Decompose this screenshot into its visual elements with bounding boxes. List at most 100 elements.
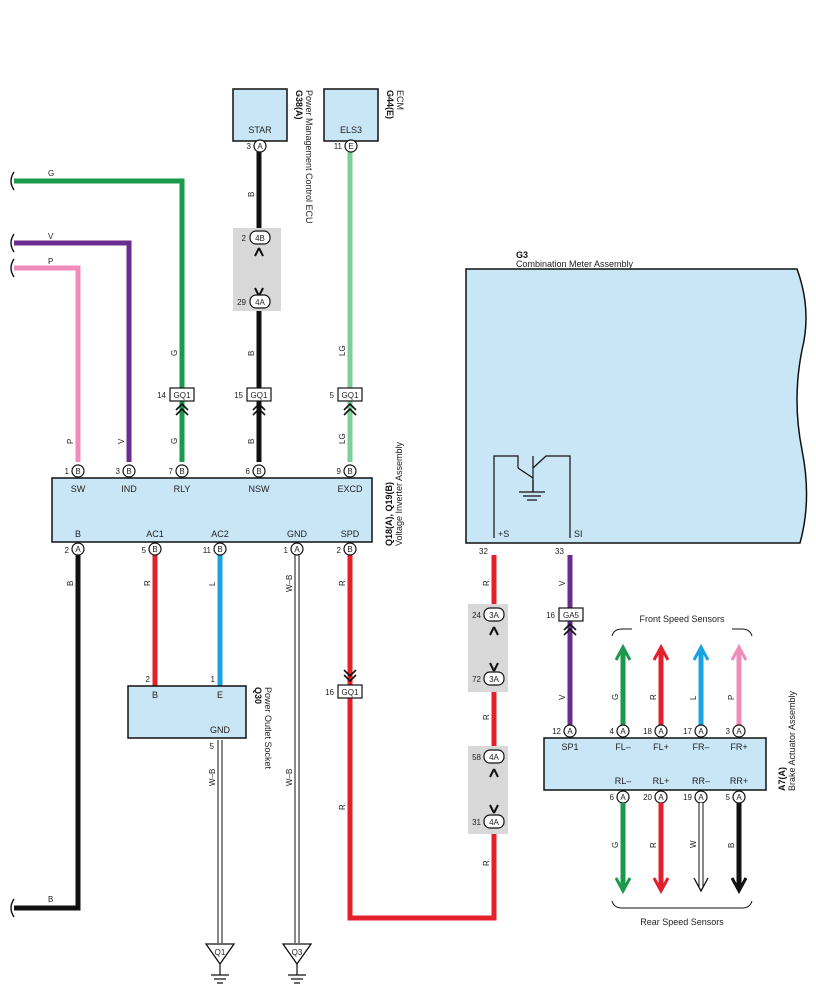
svg-text:B: B xyxy=(347,467,352,476)
wire-label-g-fl: G xyxy=(611,694,620,700)
star-terminal-label: STAR xyxy=(248,125,272,135)
wire-label-p-top: P xyxy=(48,257,53,266)
wire-label-wb-1: W–B xyxy=(285,575,294,592)
svg-text:11: 11 xyxy=(203,546,212,555)
wire-label-r-6: R xyxy=(482,860,491,866)
svg-text:B: B xyxy=(217,545,222,554)
svg-text:4A: 4A xyxy=(489,753,499,762)
svg-text:2: 2 xyxy=(65,546,70,555)
connector-gq1-5: 5 GQ1 xyxy=(330,387,363,416)
svg-text:4A: 4A xyxy=(489,818,499,827)
els3-pin-conn: E xyxy=(348,142,353,151)
svg-text:EXCD: EXCD xyxy=(337,484,363,494)
wire-label-l-1: L xyxy=(208,581,217,586)
wire-label-r-fl: R xyxy=(649,694,658,700)
svg-text:A: A xyxy=(567,727,573,736)
wire-b-battery xyxy=(14,554,81,911)
svg-text:1: 1 xyxy=(284,546,289,555)
junction-3a-arrows xyxy=(489,626,499,672)
svg-text:Voltage Inverter Assembly: Voltage Inverter Assembly xyxy=(394,441,404,546)
svg-text:3: 3 xyxy=(726,727,731,736)
wire-label-wb-2: W–B xyxy=(285,769,294,786)
inverter-pin-spd: SPD 2 B xyxy=(337,529,360,556)
wire-label-p-fr: P xyxy=(727,695,736,700)
wire-label-w-rr: W xyxy=(689,840,698,848)
svg-text:Q30: Q30 xyxy=(253,687,263,704)
ecm-label: G44(E) ECM xyxy=(385,90,405,119)
brake-pin-fl-minus: 4 A FL– xyxy=(610,724,631,752)
svg-text:A: A xyxy=(75,545,81,554)
svg-text:29: 29 xyxy=(237,298,246,307)
fr-minus-arrow xyxy=(692,643,710,661)
star-pin-number: 3 xyxy=(247,142,252,151)
svg-text:B: B xyxy=(256,467,261,476)
connector-gq1-15: 15 GQ1 xyxy=(234,387,272,416)
svg-text:17: 17 xyxy=(683,727,692,736)
combination-meter-name: Combination Meter Assembly xyxy=(516,259,634,269)
svg-text:A: A xyxy=(620,793,626,802)
svg-text:Power Management Control ECU: Power Management Control ECU xyxy=(304,90,314,224)
wire-g-top xyxy=(14,178,185,462)
wire-label-lg-1: LG xyxy=(338,345,347,356)
star-pin-conn: A xyxy=(257,142,263,151)
brake-pin-fl-plus: 18 A FL+ xyxy=(643,724,669,752)
svg-text:3: 3 xyxy=(116,467,121,476)
connector-gq1-14: 14 GQ1 xyxy=(157,387,195,416)
voltage-inverter-box xyxy=(51,477,373,543)
svg-text:A: A xyxy=(658,727,664,736)
inverter-pin-nsw: 6 B NSW xyxy=(246,464,271,494)
wire-label-v-top: V xyxy=(48,232,54,241)
svg-text:A: A xyxy=(698,793,704,802)
svg-text:5: 5 xyxy=(330,391,335,400)
rl-plus-arrow xyxy=(652,877,670,895)
svg-text:4: 4 xyxy=(610,727,615,736)
svg-text:72: 72 xyxy=(472,675,481,684)
svg-text:B: B xyxy=(347,545,352,554)
svg-text:A: A xyxy=(294,545,300,554)
wire-label-b-rr: B xyxy=(727,843,736,848)
svg-text:AC1: AC1 xyxy=(146,529,164,539)
svg-text:G38(A): G38(A) xyxy=(294,90,304,120)
svg-text:19: 19 xyxy=(683,793,692,802)
rl-minus-arrow xyxy=(614,877,632,895)
junction-4b: 2 4B xyxy=(242,230,271,245)
wire-label-g-2: G xyxy=(170,438,179,444)
svg-text:14: 14 xyxy=(157,391,166,400)
meter-transistor-symbol xyxy=(493,455,571,538)
wire-label-v-2: V xyxy=(117,438,126,444)
svg-text:B: B xyxy=(75,467,80,476)
svg-text:GND: GND xyxy=(287,529,308,539)
svg-text:GA5: GA5 xyxy=(563,611,580,620)
inverter-pin-gnd: GND 1 A xyxy=(284,529,308,556)
fl-plus-arrow xyxy=(652,643,670,661)
meter-pin-32-number: 32 xyxy=(479,547,488,556)
svg-text:G44(E): G44(E) xyxy=(385,90,395,119)
inverter-pin-b: B 2 A xyxy=(65,529,85,556)
junction-3a-lower: 72 3A xyxy=(472,671,505,686)
ground-q3: Q3 xyxy=(281,943,313,984)
inverter-pin-excd: 9 B EXCD xyxy=(337,464,363,494)
power-mgmt-ecu-label: G38(A) Power Management Control ECU xyxy=(294,90,314,224)
svg-text:58: 58 xyxy=(472,753,481,762)
outlet-pin-e-number: 1 xyxy=(211,675,216,684)
svg-text:4A: 4A xyxy=(255,298,265,307)
svg-text:16: 16 xyxy=(546,611,555,620)
svg-text:Q3: Q3 xyxy=(292,948,303,957)
svg-text:NSW: NSW xyxy=(249,484,271,494)
fl-minus-arrow xyxy=(614,643,632,661)
connector-gq1-16: 16 GQ1 xyxy=(325,669,363,699)
svg-text:A7(A): A7(A) xyxy=(777,767,787,791)
wire-label-v-4: V xyxy=(558,694,567,700)
svg-text:FR–: FR– xyxy=(692,742,709,752)
svg-text:3A: 3A xyxy=(489,675,499,684)
combination-meter-box xyxy=(465,268,808,544)
brake-pin-rl-plus: RL+ 20 A xyxy=(643,776,669,804)
brake-pin-fr-plus: 3 A FR+ xyxy=(726,724,748,752)
front-speed-sensors-label: Front Speed Sensors xyxy=(639,614,725,624)
svg-text:A: A xyxy=(736,727,742,736)
svg-text:Q18(A), Q19(B): Q18(A), Q19(B) xyxy=(384,482,394,546)
wire-label-r-5: R xyxy=(482,714,491,720)
wire-label-lg-2: LG xyxy=(338,433,347,444)
brake-pin-rl-minus: RL– 6 A xyxy=(610,776,631,804)
